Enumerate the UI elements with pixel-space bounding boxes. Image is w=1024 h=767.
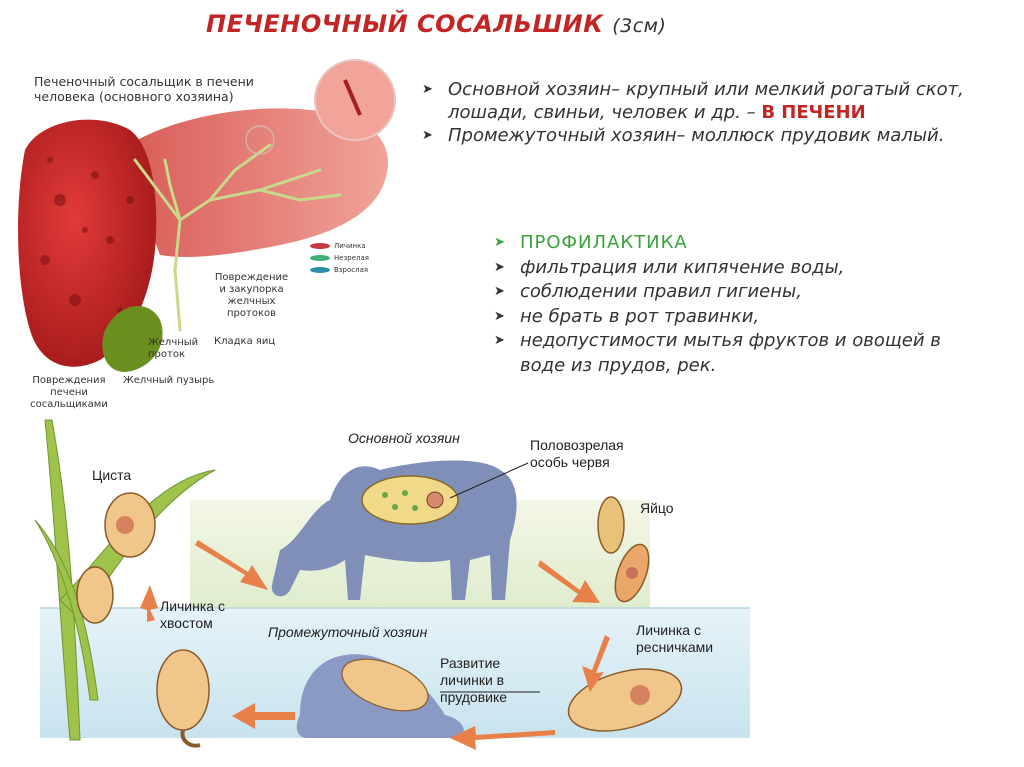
bullet-arrow-icon: ➤ [422, 82, 433, 97]
label-snail-development: Развитие личинки в прудовике [440, 655, 508, 705]
prevention-item: соблюдении правил гигиены, [520, 281, 802, 302]
list-item: ➤ не брать в рот травинки, [490, 305, 990, 330]
bullet-arrow-icon: ➤ [494, 259, 505, 275]
list-item: ➤ Промежуточный хозяин– моллюск прудовик… [418, 124, 1018, 147]
label-eggs: Кладка яиц [214, 336, 276, 347]
intermediate-host-text: Промежуточный хозяин– моллюск прудовик м… [448, 125, 945, 146]
label-intermediate-host: Промежуточный хозяин [268, 624, 428, 640]
legend-adult: Взрослая [334, 266, 369, 274]
bullet-arrow-icon: ➤ [494, 284, 505, 299]
label-egg: Яйцо [640, 500, 674, 516]
title-main: ПЕЧЕНОЧНЫЙ СОСАЛЬШИК [206, 10, 604, 38]
main-host-location: В ПЕЧЕНИ [761, 102, 866, 123]
label-main-host: Основной хозяин [348, 430, 460, 446]
title-size: (3см) [612, 15, 667, 37]
legend-immature: Незрелая [334, 254, 370, 262]
legend-larva: Личинка [334, 242, 366, 250]
prevention-heading: ➤ ПРОФИЛАКТИКА [490, 231, 990, 256]
prevention-list: ➤ ПРОФИЛАКТИКА ➤ фильтрация или кипячение… [490, 231, 990, 378]
label-duct-damage: Повреждение и закупорка желчных протоков [214, 272, 289, 319]
lifecycle-illustration [34, 419, 750, 750]
prevention-item: не брать в рот травинки, [520, 305, 760, 327]
prevention-heading-text: ПРОФИЛАКТИКА [520, 232, 688, 253]
label-bile-duct: Желчный проток [148, 337, 199, 360]
main-host-text: Основной хозяин– крупный или мелкий рога… [448, 79, 964, 123]
list-item: ➤ Основной хозяин– крупный или мелкий ро… [418, 78, 1018, 124]
list-item: ➤ недопустимости мытья фруктов и овощей в… [490, 329, 990, 378]
list-item: ➤ фильтрация или кипячение воды, [490, 256, 990, 281]
label-gallbladder: Желчный пузырь [123, 375, 215, 386]
slide-title: ПЕЧЕНОЧНЫЙ СОСАЛЬШИК (3см) [206, 10, 666, 38]
bullet-arrow-icon: ➤ [494, 333, 505, 348]
label-cyst: Циста [92, 467, 132, 483]
label-tailed-larva: Личинка с хвостом [160, 598, 225, 631]
hosts-list: ➤ Основной хозяин– крупный или мелкий ро… [418, 78, 1018, 147]
bullet-arrow-icon: ➤ [422, 128, 433, 143]
label-liver-damage: Повреждения печени сосальщиками [30, 375, 108, 410]
bullet-arrow-icon: ➤ [494, 235, 505, 250]
liver-caption: Печеночный сосальщик в печени человека (… [34, 74, 254, 104]
prevention-item: фильтрация или кипячение воды, [520, 256, 845, 278]
list-item: ➤ соблюдении правил гигиены, [490, 280, 990, 305]
label-mature-worm: Половозрелая особь червя [530, 437, 624, 470]
prevention-item: недопустимости мытья фруктов и овощей в … [520, 330, 941, 376]
liver-illustration [18, 59, 396, 372]
bullet-arrow-icon: ➤ [494, 308, 505, 324]
label-ciliated-larva: Личинка с ресничками [636, 622, 714, 655]
